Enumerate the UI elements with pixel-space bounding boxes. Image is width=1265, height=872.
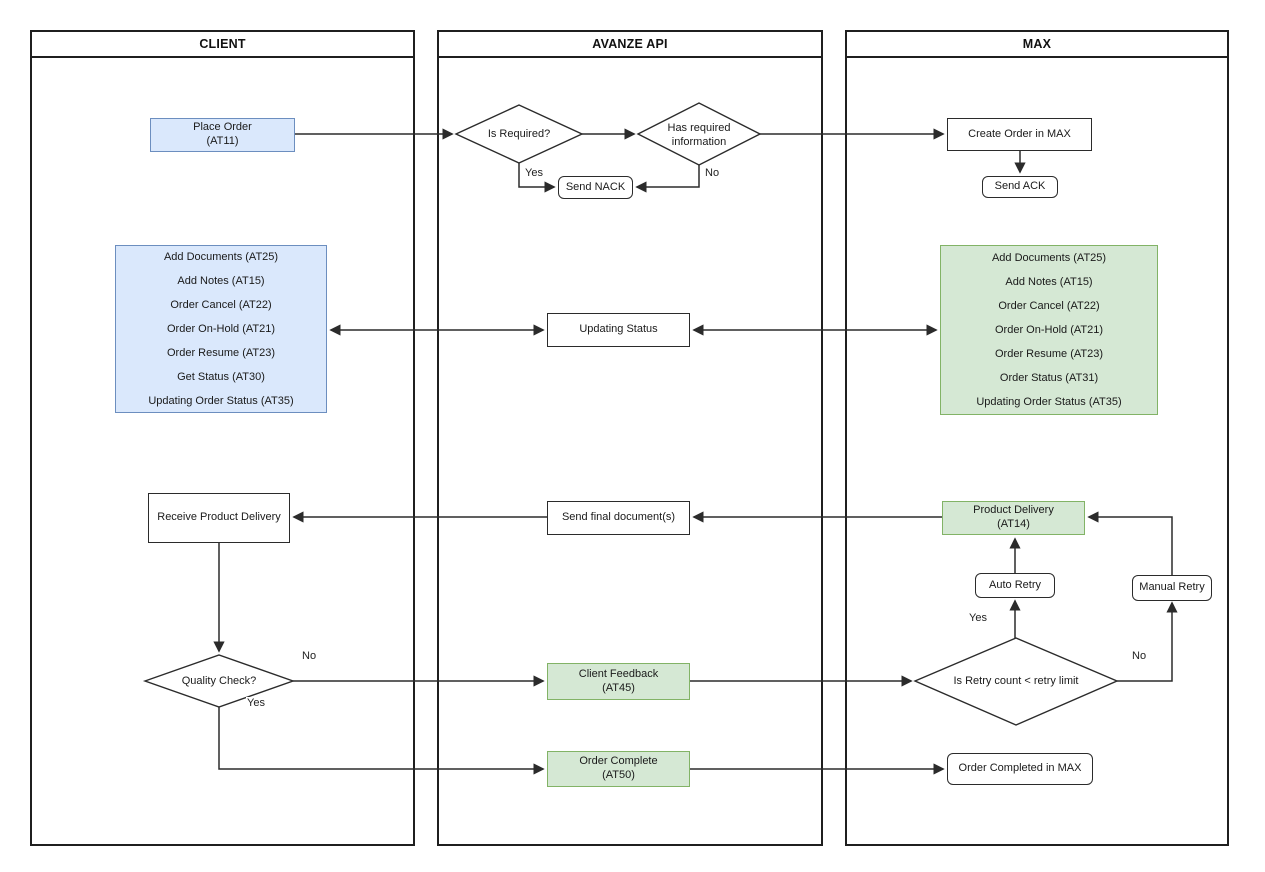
product-delivery-node: Product Delivery (AT14)	[942, 501, 1085, 535]
updating-status-node: Updating Status	[547, 313, 690, 347]
receive-product-delivery-node: Receive Product Delivery	[148, 493, 290, 543]
edge-label-has-info-no: No	[704, 167, 721, 179]
send-ack-node: Send ACK	[982, 176, 1058, 198]
lane-client: CLIENT	[30, 30, 415, 846]
lane-max: MAX	[845, 30, 1229, 846]
is-required-label: Is Required?	[487, 127, 551, 140]
auto-retry-node: Auto Retry	[975, 573, 1055, 598]
max-actions-node: Add Documents (AT25) Add Notes (AT15) Or…	[940, 245, 1158, 415]
edge-label-quality-yes: Yes	[246, 697, 266, 709]
lane-avanze-api-title: AVANZE API	[439, 32, 821, 58]
edge-label-quality-no: No	[301, 650, 318, 662]
lane-client-title: CLIENT	[32, 32, 413, 58]
client-actions-node: Add Documents (AT25) Add Notes (AT15) Or…	[115, 245, 327, 413]
lane-max-title: MAX	[847, 32, 1227, 58]
send-nack-node: Send NACK	[558, 176, 633, 199]
create-order-in-max-node: Create Order in MAX	[947, 118, 1092, 151]
edge-label-retry-no: No	[1131, 650, 1148, 662]
manual-retry-node: Manual Retry	[1132, 575, 1212, 601]
lane-avanze-api: AVANZE API	[437, 30, 823, 846]
has-required-info-label: Has required information	[667, 121, 731, 148]
edge-label-retry-yes: Yes	[968, 612, 988, 624]
quality-check-label: Quality Check?	[181, 674, 257, 687]
retry-check-label: Is Retry count < retry limit	[953, 674, 1079, 687]
edge-label-is-required-yes: Yes	[524, 167, 544, 179]
order-complete-node: Order Complete (AT50)	[547, 751, 690, 787]
client-feedback-node: Client Feedback (AT45)	[547, 663, 690, 700]
order-completed-in-max-node: Order Completed in MAX	[947, 753, 1093, 785]
send-final-documents-node: Send final document(s)	[547, 501, 690, 535]
place-order-node: Place Order (AT11)	[150, 118, 295, 152]
